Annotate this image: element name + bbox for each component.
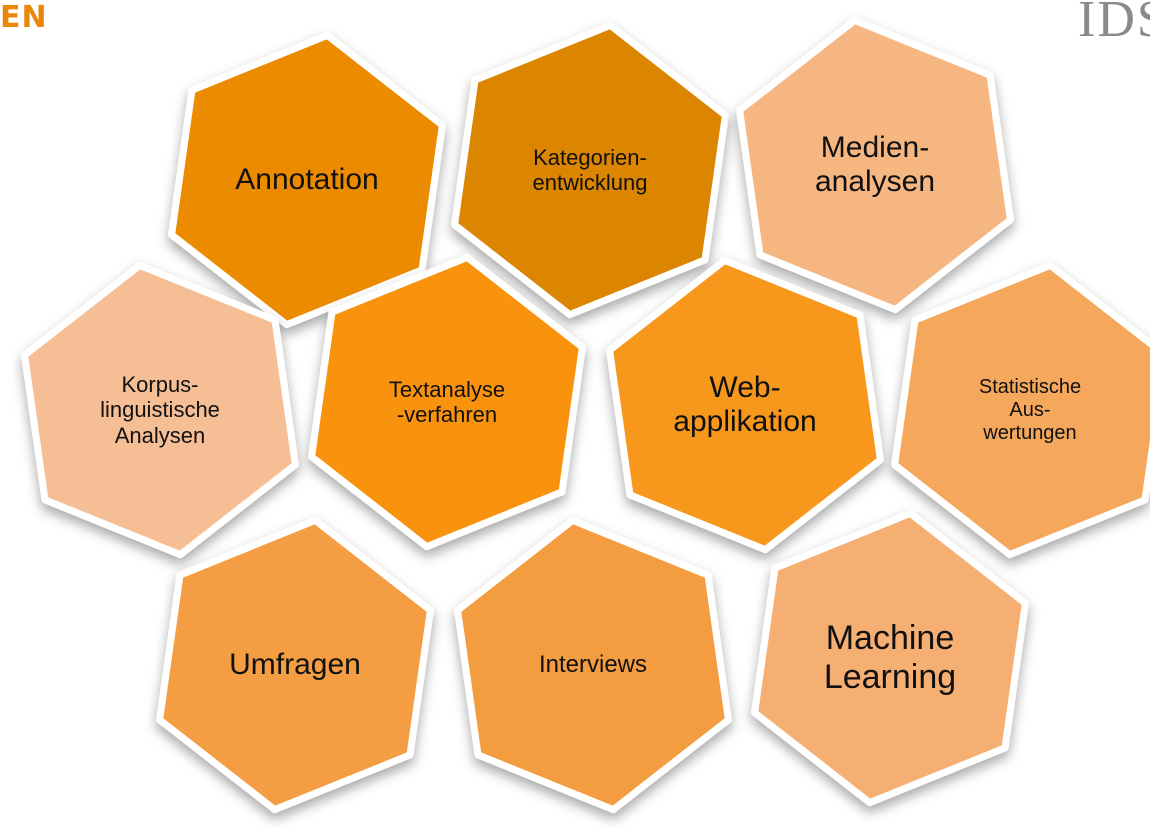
hexagon-umfragen [156, 516, 434, 814]
hexagon-kategorien [451, 21, 729, 319]
ids-logo: IDS [1078, 0, 1150, 48]
hexagon-webapp [606, 256, 884, 554]
hexagon-annotation [168, 31, 446, 329]
hexagon-ml [751, 509, 1029, 807]
hexagon-statistik [891, 261, 1150, 559]
slide-title-fragment: EN [0, 0, 48, 35]
hexagon-korpus [21, 261, 299, 559]
hexagon-textanalyse [308, 253, 586, 551]
hexagon-medien [736, 16, 1014, 314]
hexagon-interviews [454, 516, 732, 814]
